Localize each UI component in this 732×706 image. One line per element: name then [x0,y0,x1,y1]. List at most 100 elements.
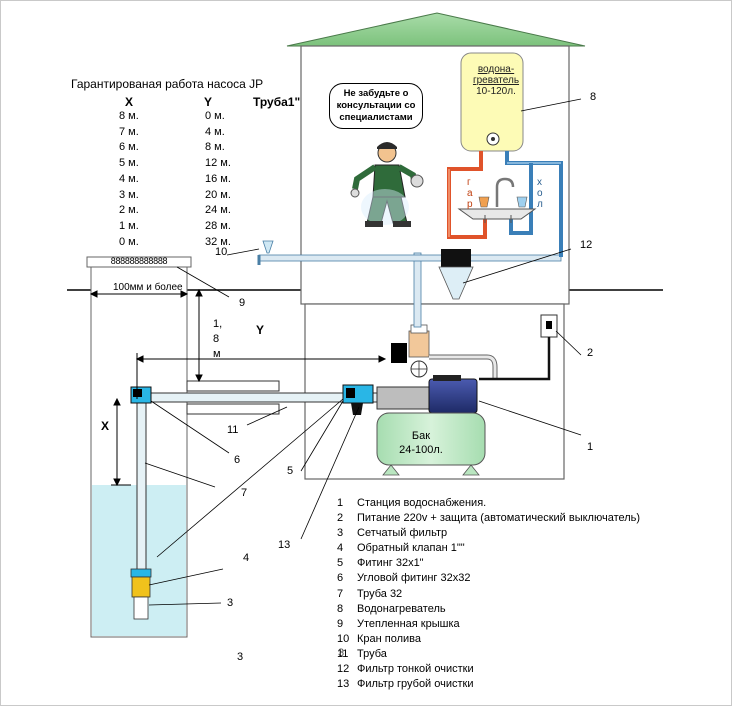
water-heater [460,52,524,152]
callout-8: 8 [590,91,597,103]
table-cell: 20 м. [205,188,231,201]
callout-5: 5 [287,465,294,477]
leader-lines [144,98,582,606]
coarse-filter [351,403,363,415]
well-cap-label: 888888888888 [110,256,168,266]
hot-cup [478,196,490,208]
pipe-sleeve-top [186,380,280,392]
heater-label: водона-греватель 10-120л. [467,64,525,97]
power-cable [479,337,551,381]
table-column-y: 0 м. 4 м. 8 м. 12 м. 16 м. 20 м. 24 м. 2… [205,109,231,250]
table-cell: 32 м. [205,235,231,248]
table-cell: 12 м. [205,157,231,170]
table-cell: 6 м. [119,141,139,154]
callout-2: 2 [587,347,594,359]
table-cell: 2 м. [119,204,139,217]
callout-13: 13 [278,539,291,551]
table-cell: 1 м. [119,219,139,232]
consultation-bubble: Не забудьте о консультации со специалист… [329,83,423,129]
check-valve [131,576,151,598]
tank-title: Бак [411,430,431,442]
faucet [495,177,515,207]
house-riser-pipe [413,252,422,328]
dimension-lines [89,288,387,487]
tank-legs [382,464,480,476]
table-cell: 8 м. [205,141,225,154]
table-cell: 5 м. [119,157,139,170]
tank-volume: 24-100л. [399,444,443,456]
callout-11: 11 [227,424,239,436]
fitting-inner [346,388,355,398]
callout-9: 9 [239,297,246,309]
fine-filter-head [441,249,471,267]
table-header-x: X [125,95,134,109]
table-header-y: Y [204,95,213,109]
plumber-icon [350,142,424,227]
mesh-filter [133,596,149,620]
well-cap-insulated [86,256,192,268]
table-cell: 4 м. [205,125,225,138]
pressure-switch [391,343,407,363]
fine-filter [438,266,474,300]
check-valve-top [130,568,152,578]
cold-cup [516,196,528,208]
heater-title: водона-греватель [472,64,520,86]
table-cell: 3 м. [119,188,139,201]
well-width-label: 100мм и более [113,282,183,293]
pressure-tank [376,412,486,466]
table-cell: 0 м. [119,235,139,248]
callout-7a: 7 [241,487,248,499]
table-cell: 4 м. [119,172,139,185]
callout-3-extra-2: 3 [338,647,345,659]
hot-label: г а р [467,177,473,210]
callout-4: 4 [243,552,250,564]
pump-motor [428,378,478,414]
pump-outlet-fitting [408,330,430,358]
callout-3-extra: 3 [237,651,244,663]
table-cell: 24 м. [205,204,231,217]
garden-tap [262,240,274,254]
callout-1: 1 [587,441,594,453]
table-header-pipe: Труба1" [253,95,301,109]
table-cell: 0 м. [205,110,225,122]
callout-3: 3 [227,597,234,609]
sink-basin [457,208,537,220]
heater-volume: 10-120л. [476,86,516,97]
table-title: Гарантированая работа насоса JP [71,77,264,91]
house-distribution-pipe [258,254,562,262]
callout-6: 6 [234,454,241,466]
pump-body [376,386,434,410]
tank-label: Бак 24-100л. [391,429,451,457]
depth-label: 1, 8 м [213,318,223,360]
well-riser-pipe [136,398,147,572]
cold-label: х о л [537,177,543,210]
table-cell: 8 м. [119,110,139,122]
table-cell: 16 м. [205,172,231,185]
table-column-x: 8 м. 7 м. 6 м. 5 м. 4 м. 3 м. 2 м. 1 м. … [119,109,139,250]
pipe-sleeve-bottom [186,403,280,415]
y-dimension-label: Y [256,323,265,337]
motor-box [433,375,461,381]
house-roof [286,12,586,47]
callout-10: 10 [215,246,228,258]
callout-12: 12 [580,239,593,251]
table-cell: 7 м. [119,125,139,138]
table-cell: 28 м. [205,219,231,232]
x-dimension-label: X [101,419,110,433]
